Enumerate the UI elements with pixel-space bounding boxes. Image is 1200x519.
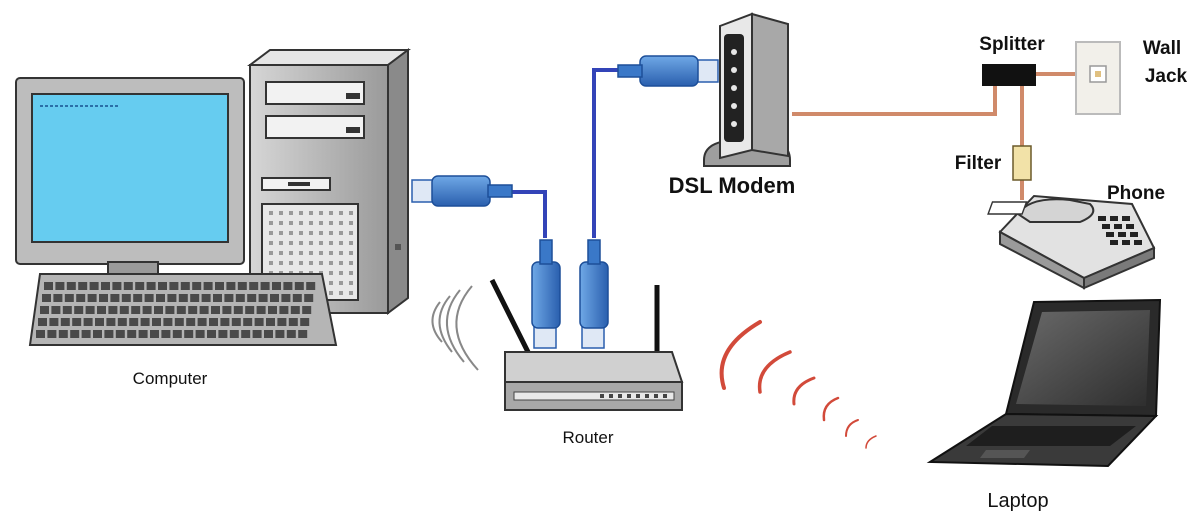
splitter-label: Splitter: [979, 34, 1045, 55]
rj45-plug-router-right: [579, 239, 609, 349]
wall-jack-icon: [1075, 41, 1121, 115]
ethernet-cable-modem-router: [592, 68, 625, 238]
filter-icon: [1012, 145, 1032, 181]
ethernet-cable-computer-router: [510, 190, 547, 238]
dsl-modem-icon: [703, 12, 791, 167]
rj45-plug-computer: [411, 175, 513, 207]
laptop-icon: [926, 298, 1162, 468]
phone-line-modem-splitter: [792, 86, 997, 116]
dsl-modem-label: DSL Modem: [669, 173, 796, 198]
rj45-plug-router-left: [531, 239, 561, 349]
computer: [15, 48, 411, 346]
phone-label: Phone: [1107, 183, 1165, 204]
dsl-modem: [703, 12, 791, 167]
wifi-waves-laptop: [719, 320, 877, 449]
wall-jack-label-line2: Jack: [1145, 66, 1188, 87]
laptop-label: Laptop: [987, 490, 1048, 512]
wall-jack-label-line1: Wall: [1143, 38, 1181, 59]
router-icon: [489, 278, 684, 411]
rj45-plug-modem: [617, 55, 719, 87]
keyboard-icon: [28, 273, 338, 346]
filter-label: Filter: [955, 153, 1002, 174]
router: [489, 278, 684, 411]
computer-label: Computer: [133, 369, 208, 388]
wifi-waves-computer: [431, 285, 479, 371]
splitter-icon: [982, 64, 1036, 86]
monitor-icon: [15, 77, 245, 275]
phone-icon: [987, 194, 1156, 290]
router-label: Router: [562, 428, 613, 447]
